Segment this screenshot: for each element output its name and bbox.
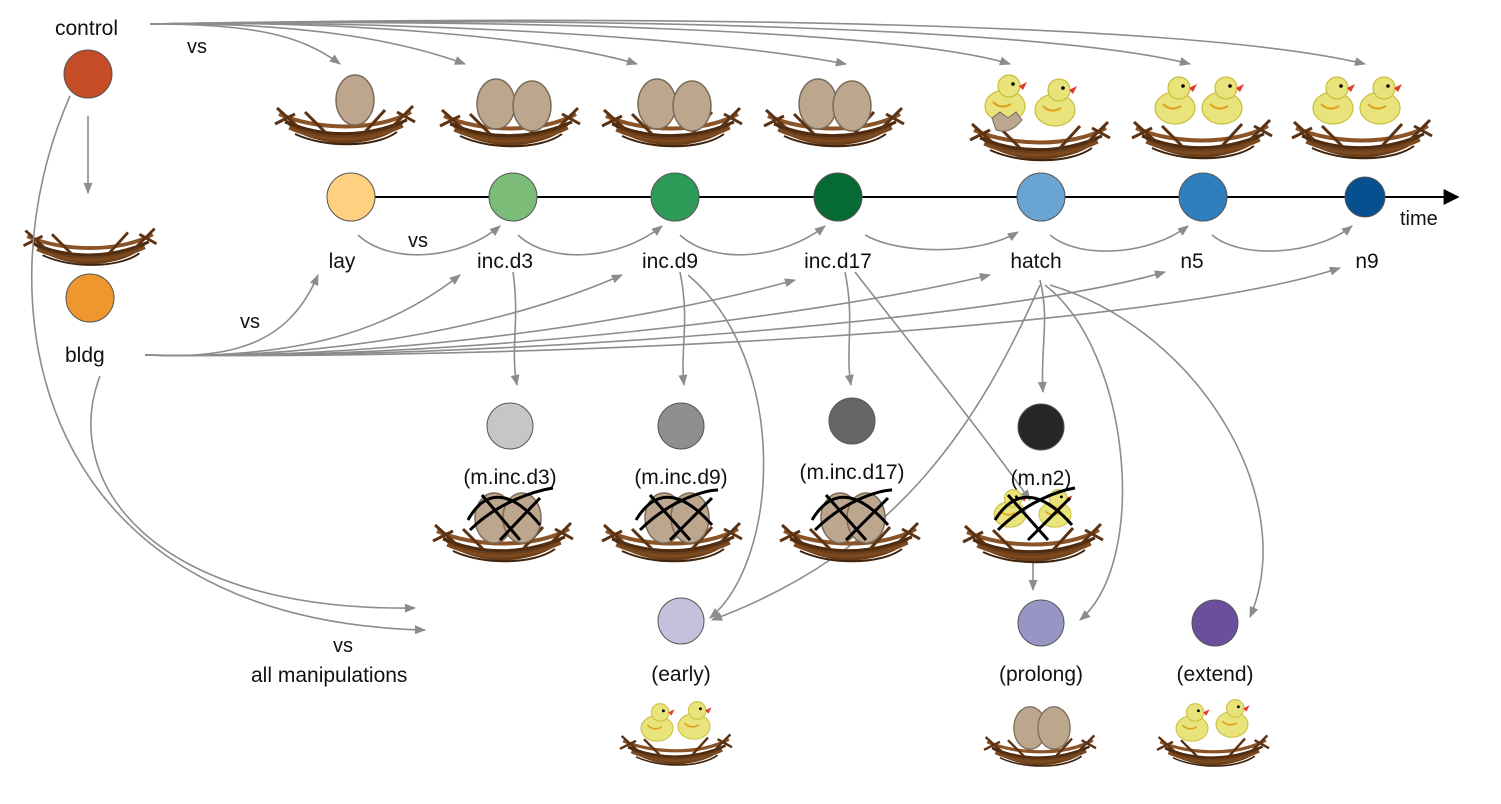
nest-inc-d9-icon [600, 78, 744, 149]
manip-m-inc-d17-node[interactable] [828, 397, 876, 445]
manip-m-n2-label: (m.n2) [1011, 467, 1072, 490]
timeline-nodes: lay inc.d3 inc.d9 inc.d17 hatch n5 n9 [326, 172, 1386, 273]
outcome-early-node[interactable] [657, 597, 705, 645]
arrows [31, 19, 1367, 635]
time-label: time [1400, 208, 1438, 230]
manipulation-nodes: (m.inc.d3) (m.inc.d9) (m.inc.d17) (m.n2) [463, 397, 1072, 490]
nest-n5-icon [1130, 76, 1274, 161]
timeline-n5-node[interactable] [1178, 172, 1228, 222]
nest-inc-d3-icon [438, 78, 582, 149]
timeline-lay-node[interactable] [326, 172, 376, 222]
nest-extend-icon [1155, 698, 1271, 768]
timeline-inc-d3-label: inc.d3 [477, 250, 533, 273]
timeline-inc-d3-node[interactable] [488, 172, 538, 222]
vs-bldg-label: vs [240, 311, 260, 333]
empty-nest-icon [21, 226, 159, 267]
timeline-n9-node[interactable] [1344, 176, 1386, 218]
nest-inc-d17-icon [762, 78, 906, 149]
outcome-prolong-node[interactable] [1017, 599, 1065, 647]
outcome-nodes: (early) (prolong) (extend) [651, 597, 1254, 686]
manip-m-inc-d9-label: (m.inc.d9) [634, 466, 727, 489]
nest-lay-icon [273, 74, 417, 147]
vs-bottom-label: vs [333, 635, 353, 657]
manip-m-inc-d3-label: (m.inc.d3) [463, 466, 556, 489]
vs-lay-label: vs [408, 230, 428, 252]
outcome-early-label: (early) [651, 663, 711, 686]
nest-m-inc-d17-icon [778, 488, 922, 564]
manip-m-n2-node[interactable] [1017, 403, 1065, 451]
manip-m-inc-d9-node[interactable] [657, 402, 705, 450]
control-node[interactable] [63, 49, 113, 99]
nest-early-icon [618, 700, 734, 767]
all-manipulations-label: all manipulations [251, 664, 407, 687]
timeline-hatch-node[interactable] [1016, 172, 1066, 222]
nest-hatch-icon [968, 74, 1112, 163]
vs-top-label: vs [187, 36, 207, 58]
manip-m-inc-d3-node[interactable] [486, 402, 534, 450]
outcome-extend-node[interactable] [1191, 599, 1239, 647]
timeline-inc-d9-label: inc.d9 [642, 250, 698, 273]
nest-n9-icon [1290, 76, 1434, 161]
timeline-hatch-label: hatch [1010, 250, 1061, 273]
nest-prolong-icon [982, 706, 1098, 768]
nest-m-n2-icon [961, 486, 1105, 565]
manip-m-inc-d17-label: (m.inc.d17) [799, 461, 904, 484]
timeline-inc-d9-node[interactable] [650, 172, 700, 222]
bldg-node[interactable] [65, 273, 115, 323]
timeline-n5-label: n5 [1180, 250, 1203, 273]
timeline-inc-d17-node[interactable] [813, 172, 863, 222]
nest-m-inc-d9-icon [600, 488, 744, 564]
bldg-label: bldg [65, 344, 105, 367]
timeline-n9-label: n9 [1355, 250, 1378, 273]
nest-m-inc-d3-icon [431, 486, 575, 564]
timeline-inc-d17-label: inc.d17 [804, 250, 872, 273]
control-label: control [55, 17, 118, 40]
timeline-lay-label: lay [329, 250, 356, 273]
outcome-prolong-label: (prolong) [999, 663, 1083, 686]
outcome-extend-label: (extend) [1176, 663, 1253, 686]
